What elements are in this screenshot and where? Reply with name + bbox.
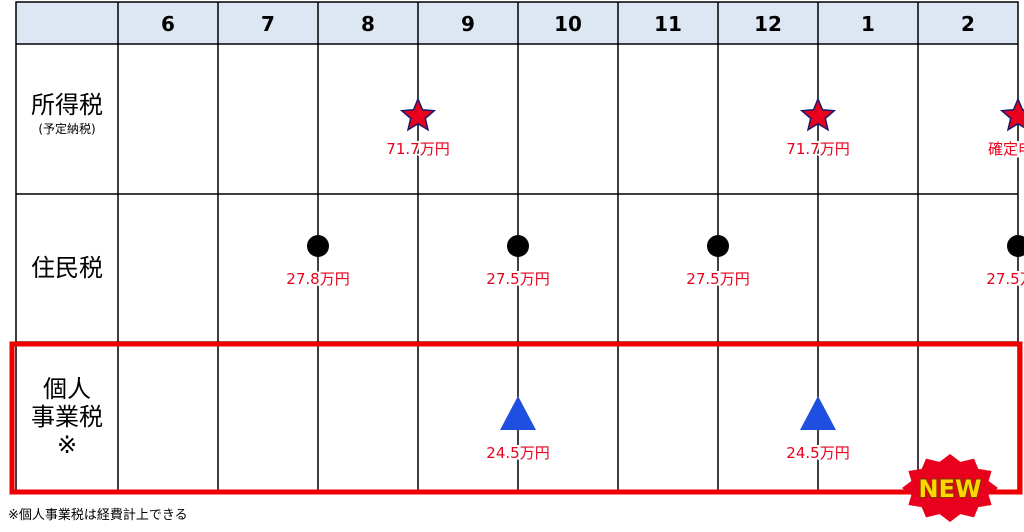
month-label: 10	[554, 12, 582, 36]
star-marker	[999, 97, 1024, 132]
month-label: 2	[961, 12, 975, 36]
row-label: 事業税	[31, 403, 103, 431]
month-label: 12	[754, 12, 782, 36]
event-value-label: 27.5万円	[486, 270, 549, 288]
row-label: ※	[57, 431, 77, 459]
row-label: 住民税	[31, 254, 103, 282]
month-label: 6	[161, 12, 175, 36]
event-value-label: 27.8万円	[286, 270, 349, 288]
star-marker	[399, 97, 437, 132]
circle-marker	[707, 235, 729, 257]
month-label: 7	[261, 12, 275, 36]
event-value-label: 27.5万円	[986, 270, 1024, 288]
triangle-marker	[500, 396, 536, 430]
new-badge-burst	[902, 454, 998, 522]
row-sub-label: (予定納税)	[38, 121, 95, 136]
highlight-box	[9, 341, 1023, 495]
event-value-label: 24.5万円	[486, 444, 549, 462]
event-value-label: 71.7万円	[386, 140, 449, 158]
header-row-bg	[16, 2, 1018, 44]
star-marker	[799, 97, 837, 132]
circle-marker	[307, 235, 329, 257]
row-label: 所得税	[31, 91, 103, 119]
footnote: ※個人事業税は経費計上できる	[8, 508, 188, 523]
row-label: 個人	[43, 375, 91, 403]
month-label: 11	[654, 12, 682, 36]
event-value-label: 71.7万円	[786, 140, 849, 158]
new-badge-text: NEW	[919, 475, 982, 503]
month-label: 9	[461, 12, 475, 36]
month-label: 1	[861, 12, 875, 36]
circle-marker	[1007, 235, 1024, 257]
triangle-marker	[800, 396, 836, 430]
new-badge: NEW	[902, 454, 998, 522]
month-label: 8	[361, 12, 375, 36]
circle-marker	[507, 235, 529, 257]
event-value-label: 24.5万円	[786, 444, 849, 462]
event-value-label: 確定申告	[988, 140, 1024, 158]
event-value-label: 27.5万円	[686, 270, 749, 288]
